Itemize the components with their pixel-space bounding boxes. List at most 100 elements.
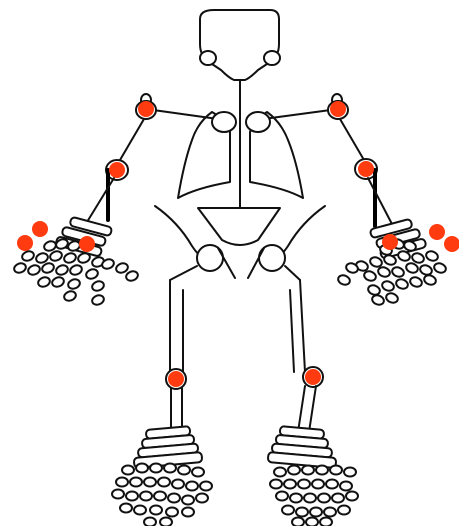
left-hand-bone — [125, 270, 139, 283]
pelvis — [198, 208, 280, 245]
left-foot-bone — [126, 492, 138, 501]
right-hand-bone — [405, 262, 419, 275]
left-hand-bone — [21, 250, 35, 263]
right-foot-bone — [326, 480, 338, 489]
right-jaw-joint — [264, 51, 280, 65]
right-foot-bone — [340, 482, 352, 491]
right-foot-bone — [298, 480, 310, 489]
left-foot-bone — [182, 508, 194, 517]
right-hand-bone — [411, 252, 425, 265]
left-foot-bone — [182, 496, 194, 505]
skull — [200, 10, 279, 80]
right-foot-bone — [282, 506, 294, 515]
marker-right-elbow — [358, 161, 374, 177]
right-foot-bone — [332, 494, 344, 503]
right-foot-bone — [324, 508, 336, 517]
right-foot-bone — [274, 468, 286, 477]
marker-left-wrist-1 — [32, 221, 48, 237]
left-hand-bone — [27, 264, 41, 277]
left-foot-bone — [166, 508, 178, 517]
marker-left-wrist-2 — [17, 235, 33, 251]
left-hand-bone — [49, 250, 63, 263]
left-hand-bone — [91, 280, 105, 293]
right-hand-bone — [425, 250, 439, 263]
right-foot-bone — [320, 518, 332, 526]
left-hand-bone — [115, 262, 129, 275]
left-hand-bone — [35, 252, 49, 265]
right-upper-chest-joint — [246, 112, 270, 132]
left-hand-bone — [63, 290, 77, 303]
left-hand-bones — [13, 238, 139, 307]
right-foot-bone — [288, 466, 300, 475]
right-hand-bone — [377, 266, 391, 279]
left-foot-bone — [154, 492, 166, 501]
left-foot-bone — [144, 478, 156, 487]
left-hip-curve — [155, 206, 205, 258]
left-foot-bone — [200, 482, 212, 491]
right-hand-bone — [419, 264, 433, 277]
right-foot-bone — [284, 480, 296, 489]
marker-left-elbow — [109, 162, 125, 178]
marker-right-shoulder — [330, 101, 346, 117]
right-shin-inner — [309, 386, 316, 432]
left-foot-bone — [192, 468, 204, 477]
marker-right-wrist-2 — [429, 224, 445, 240]
right-foot-bone — [306, 518, 318, 526]
right-foot-bone — [292, 518, 304, 526]
left-foot-bone — [134, 506, 146, 515]
left-hand-bone — [43, 240, 57, 253]
right-thigh-inner — [290, 290, 294, 372]
left-hand-bone — [91, 294, 105, 307]
marker-right-wrist-1 — [382, 234, 398, 250]
right-ankle-block — [268, 426, 337, 468]
marker-left-knee — [168, 371, 184, 387]
right-foot-bone — [318, 494, 330, 503]
right-foot-bone — [338, 506, 350, 515]
marker-right-knee — [305, 369, 321, 385]
left-hand-bone — [55, 264, 69, 277]
left-hand-bone — [69, 264, 83, 277]
left-foot-bone — [172, 480, 184, 489]
right-hand-bone — [337, 274, 351, 287]
right-foot-bone — [316, 466, 328, 475]
right-foot-bone — [270, 480, 282, 489]
right-thigh-outer — [300, 280, 305, 372]
left-hand-bone — [13, 262, 27, 275]
left-foot-bone — [130, 478, 142, 487]
right-foot-bones — [270, 466, 358, 526]
right-foot-bone — [344, 468, 356, 477]
left-foot-bone — [178, 466, 190, 475]
left-foot-bone — [140, 492, 152, 501]
left-foot-bone — [168, 494, 180, 503]
right-forearm-line — [368, 178, 393, 226]
right-hand-bone — [423, 274, 437, 287]
left-hand-bone — [51, 276, 65, 289]
right-foot-bone — [312, 480, 324, 489]
left-jaw-joint — [200, 51, 216, 65]
marker-left-wrist-3 — [79, 236, 95, 252]
marker-left-shoulder — [138, 101, 154, 117]
right-hand-bone — [391, 266, 405, 279]
left-foot-bone — [144, 518, 156, 526]
right-foot-bone — [302, 466, 314, 475]
right-hip-offset — [285, 266, 300, 280]
right-hand-bone — [395, 278, 409, 291]
right-foot-bone — [330, 466, 342, 475]
right-hand-bone — [409, 276, 423, 289]
right-hand-bone — [433, 262, 447, 275]
left-foot-bone — [158, 478, 170, 487]
left-foot-bone — [136, 464, 148, 473]
left-hip-offset — [170, 266, 197, 280]
right-hand-bone — [385, 292, 399, 305]
right-hand-bone — [363, 270, 377, 283]
left-hand-bone — [63, 252, 77, 265]
left-foot-bone — [164, 464, 176, 473]
left-foot-bone — [196, 494, 208, 503]
left-foot-bones — [112, 464, 212, 526]
left-hand-bone — [67, 278, 81, 291]
right-foot-bone — [296, 508, 308, 517]
right-hand-bone — [371, 294, 385, 307]
marker-right-wrist-3 — [444, 236, 459, 252]
